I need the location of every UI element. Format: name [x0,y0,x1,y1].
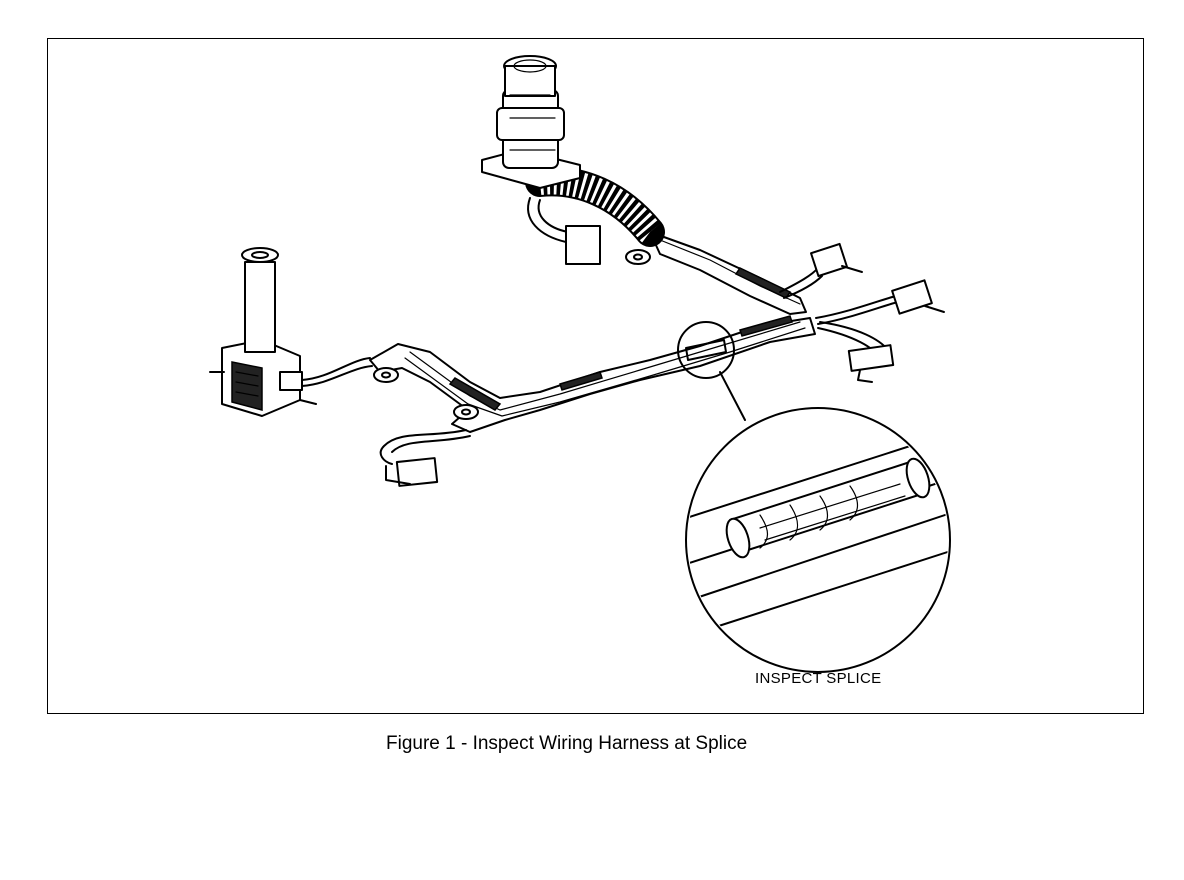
solenoid-icon [209,247,373,417]
case-connector-icon [481,55,581,189]
connector-3pin [527,197,601,265]
ground-eyelet [373,249,651,420]
splice-icon [685,407,951,673]
callout-label: INSPECT SPLICE [755,670,882,687]
figure-caption: Figure 1 - Inspect Wiring Harness at Spl… [386,733,748,754]
corrugated-conduit [525,166,665,247]
splice-locator-circle [677,321,746,421]
connector-right-upper [779,242,863,299]
connector-left-lower [379,429,471,487]
connector-right-middle [815,279,945,325]
harness-carrier-lower [369,315,816,433]
figure-frame [47,38,1144,714]
connector-right-lower [817,321,895,383]
harness-carrier-upper [649,231,807,315]
